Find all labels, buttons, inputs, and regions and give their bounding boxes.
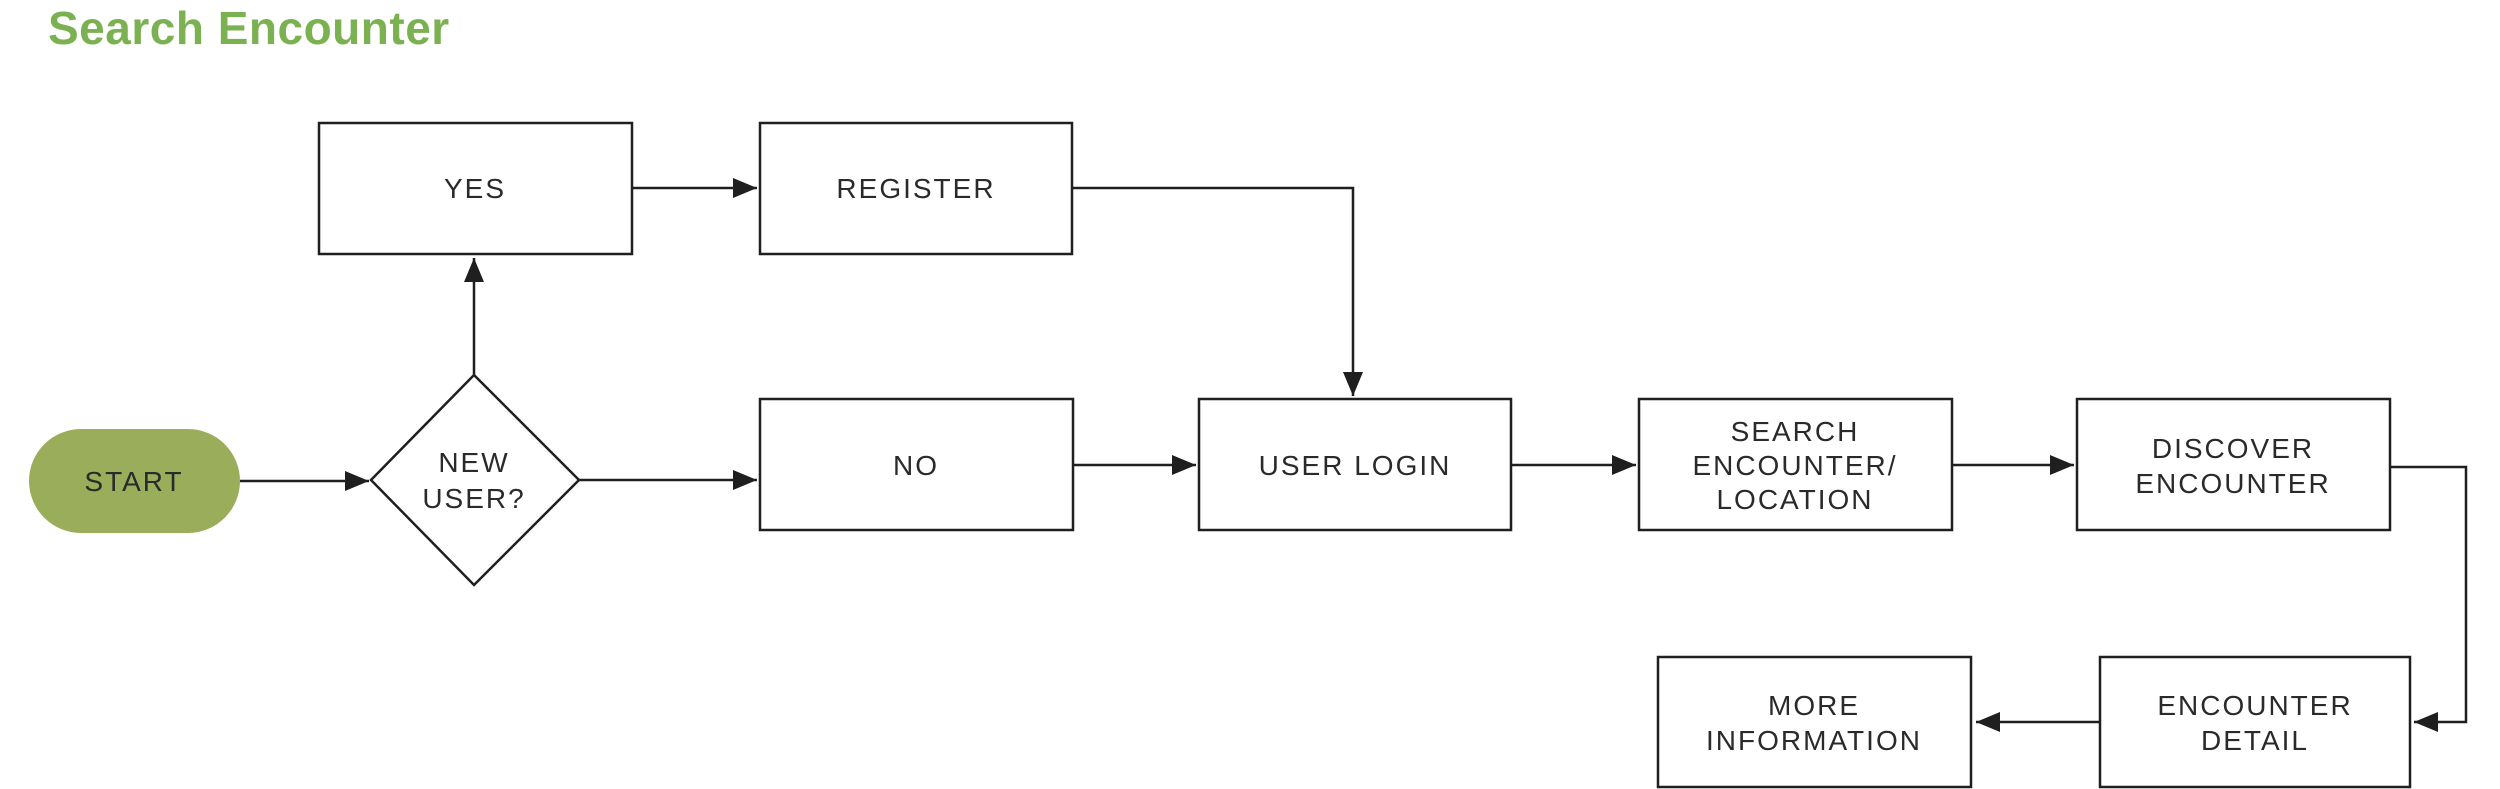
encounter-detail-label-line1: ENCOUNTER: [2157, 690, 2352, 721]
start-label: START: [84, 466, 183, 497]
new-user-diamond-shape: [369, 373, 581, 587]
no-label: NO: [893, 450, 939, 481]
no-box-shape: [758, 397, 1075, 532]
node-new-user: NEW USER?: [369, 373, 581, 587]
connector-discover-to-encounter-detail: [2390, 465, 2468, 732]
node-user-login: USER LOGIN: [1197, 397, 1513, 532]
new-user-label-line1: NEW: [438, 447, 509, 478]
yes-label: YES: [444, 173, 506, 204]
node-register: REGISTER: [758, 121, 1074, 256]
search-encounter-label-line1: SEARCH: [1731, 416, 1860, 447]
more-information-label-line1: MORE: [1768, 690, 1860, 721]
node-encounter-detail: ENCOUNTER DETAIL: [2098, 655, 2412, 789]
node-search-encounter: SEARCH ENCOUNTER/ LOCATION: [1637, 397, 1954, 532]
discover-encounter-box-shape: [2075, 397, 2392, 532]
register-box-shape: [758, 121, 1074, 256]
new-user-label-line2: USER?: [422, 483, 525, 514]
yes-box-shape: [317, 121, 634, 256]
node-more-information: MORE INFORMATION: [1656, 655, 1973, 789]
discover-encounter-label-line2: ENCOUNTER: [2135, 468, 2330, 499]
encounter-detail-box-shape: [2098, 655, 2412, 789]
connector-register-to-user-login: [1072, 186, 1363, 396]
user-login-box-shape: [1197, 397, 1513, 532]
node-discover-encounter: DISCOVER ENCOUNTER: [2075, 397, 2392, 532]
register-label: REGISTER: [836, 173, 995, 204]
node-no: NO: [758, 397, 1075, 532]
encounter-detail-label-line2: DETAIL: [2201, 725, 2309, 756]
page-title: Search Encounter: [48, 2, 450, 54]
start-pill-shape: [29, 429, 240, 533]
node-yes: YES: [317, 121, 634, 256]
discover-encounter-label-line1: DISCOVER: [2152, 433, 2314, 464]
search-encounter-label-line2: ENCOUNTER/: [1692, 450, 1897, 481]
node-start: START: [29, 429, 240, 533]
search-encounter-label-line3: LOCATION: [1716, 484, 1873, 515]
more-information-box-shape: [1656, 655, 1973, 789]
search-encounter-box-shape: [1637, 397, 1954, 532]
user-login-label: USER LOGIN: [1259, 450, 1452, 481]
more-information-label-line2: INFORMATION: [1706, 725, 1922, 756]
